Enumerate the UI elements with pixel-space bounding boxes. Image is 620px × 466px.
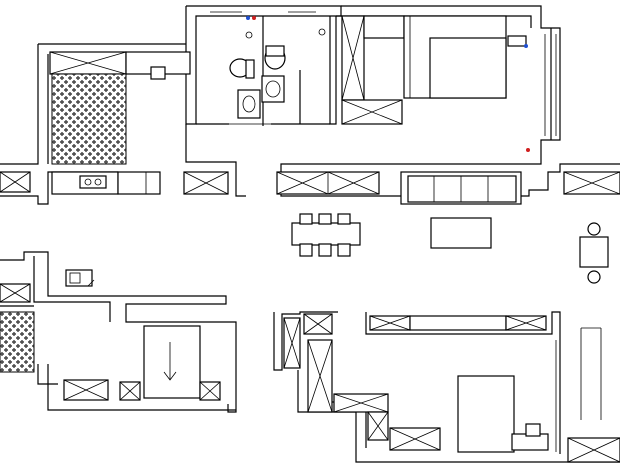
upper-flat-walls — [0, 5, 620, 205]
lower-flat-furniture — [0, 269, 620, 463]
upper-flat-furniture — [0, 15, 620, 284]
